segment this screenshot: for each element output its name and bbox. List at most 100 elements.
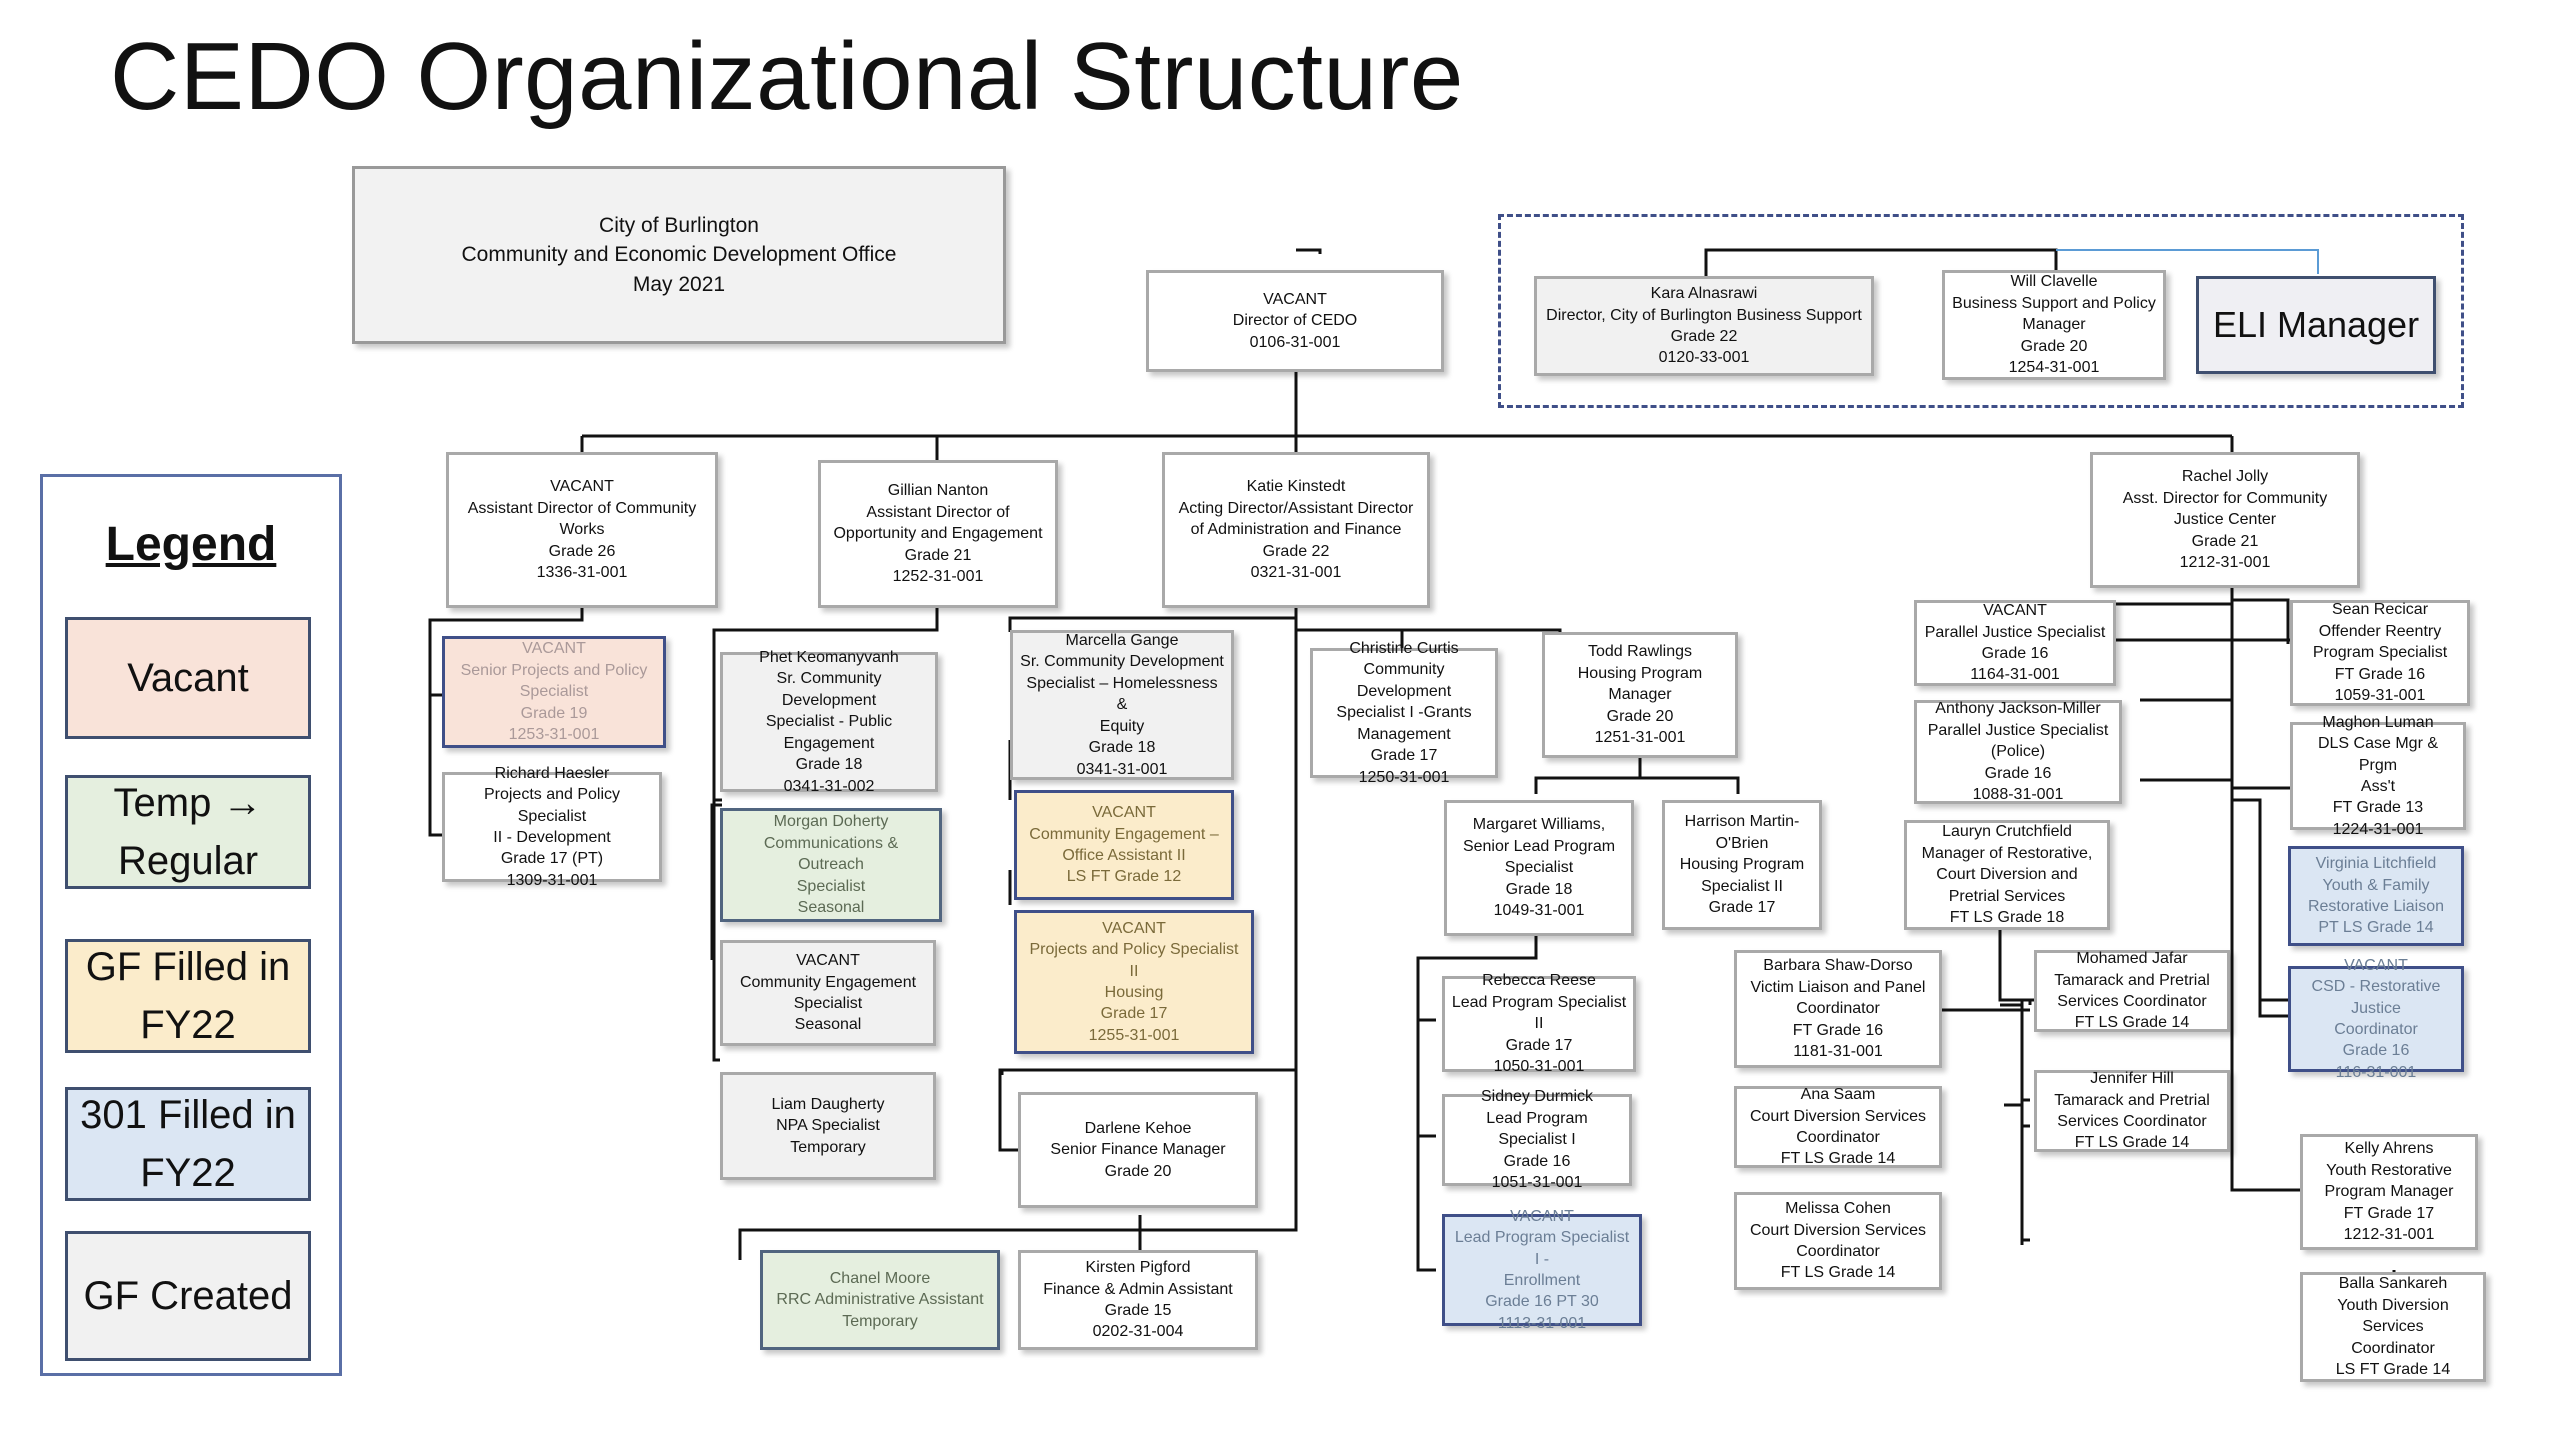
node-line: Temporary (790, 1138, 866, 1156)
legend-item-gf-created: GF Created (65, 1231, 311, 1361)
node-line: VACANT (796, 952, 860, 970)
node-line: Grade 16 (1981, 645, 2049, 662)
node-line: Manager (1608, 686, 1672, 704)
node-line: Justice Center (2173, 511, 2277, 529)
legend: Legend Vacant Temp → Regular GF Filled i… (40, 474, 342, 1376)
node-line: Grade 16 (1984, 764, 2052, 782)
node-line: Court Diversion Services (1749, 1107, 1927, 1125)
node-line: Coordinator (1796, 1000, 1880, 1018)
node-line: Chanel Moore (829, 1269, 931, 1287)
node-line: Specialist I -Grants (1336, 704, 1472, 722)
node-line: Restorative Liaison (2307, 898, 2445, 915)
node-line: DLS Case Mgr & Prgm (2317, 735, 2439, 774)
node-line: (Police) (1990, 743, 2046, 761)
node-line: Kelly Ahrens (2344, 1140, 2434, 1158)
node-line: Director of CEDO (1232, 312, 1358, 330)
node-line: VACANT (1510, 1207, 1574, 1225)
node-line: Victim Liaison and Panel (1750, 978, 1926, 996)
node-line: Rebecca Reese (1482, 972, 1596, 990)
node-line: Mohamed Jafar (2076, 950, 2188, 968)
page-title: CEDO Organizational Structure (110, 23, 1464, 130)
node-line: Seasonal (794, 1016, 862, 1034)
node-line: FT Grade 16 (2334, 665, 2426, 683)
node-line: 116-31-001 (2335, 1063, 2417, 1081)
node-line: Manager (2022, 316, 2086, 334)
node-line: of Administration and Finance (1190, 521, 1402, 539)
node-line: FT Grade 17 (2343, 1204, 2435, 1222)
org-node: ELI Manager (2196, 276, 2436, 374)
node-line: 1252-31-001 (892, 568, 984, 586)
node-line: Asst. Director for Community (2122, 489, 2328, 507)
node-line: FT LS Grade 14 (2074, 1014, 2190, 1032)
node-line: Katie Kinstedt (1246, 478, 1346, 496)
node-line: O'Brien (1715, 834, 1769, 852)
node-line: Equity (1099, 717, 1145, 735)
node-line: Temporary (842, 1312, 918, 1330)
node-line: Darlene Kehoe (1084, 1119, 1192, 1137)
node-line: 1164-31-001 (1970, 666, 2060, 684)
node-line: Specialist (793, 995, 863, 1012)
node-line: Grade 16 PT 30 (1485, 1293, 1599, 1311)
node-line: Housing Program (1679, 856, 1805, 874)
node-line: 1212-31-001 (2343, 1226, 2435, 1244)
node-line: Rachel Jolly (2181, 468, 2269, 486)
node-line: 0321-31-001 (1250, 564, 1342, 582)
node-line: Barbara Shaw-Dorso (1763, 957, 1913, 975)
node-line: Morgan Doherty (773, 813, 889, 831)
legend-title: Legend (105, 518, 277, 571)
node-line: VACANT (550, 478, 614, 496)
node-line: Services Coordinator (2057, 993, 2207, 1010)
node-line: Harrison Martin- (1684, 813, 1800, 831)
node-line: Grade 20 (2020, 337, 2088, 355)
node-line: Coordinator (2334, 1021, 2418, 1038)
node-line: Acting Director/Assistant Director (1178, 499, 1414, 517)
node-line: Specialist - Public Engagement (765, 713, 893, 752)
node-line: Senior Finance Manager (1050, 1141, 1226, 1159)
node-line: Housing (1104, 984, 1164, 1001)
node-line: Gillian Nanton (887, 482, 989, 500)
node-line: May 2021 (632, 272, 726, 296)
node-line: VACANT (1983, 602, 2047, 620)
node-line: 1336-31-001 (536, 564, 628, 582)
node-line: Management (1357, 725, 1451, 743)
node-line: Specialist (1504, 859, 1574, 877)
node-line: Grade 17 (1370, 747, 1438, 765)
node-line: Sr. Community Development (776, 670, 882, 709)
node-line: Services Coordinator (2057, 1113, 2207, 1130)
node-line: 1254-31-001 (2008, 359, 2100, 377)
node-line: 1224-31-001 (2332, 820, 2424, 838)
legend-item-gf-filled-fy22: GF Filled in FY22 (65, 939, 311, 1053)
node-line: Pretrial Services (1948, 887, 2066, 905)
business-support-group (1498, 214, 2464, 408)
node-line: Grade 18 (1088, 739, 1156, 757)
node-line: 0341-31-002 (783, 777, 875, 795)
node-line: 1050-31-001 (1493, 1058, 1585, 1076)
node-line: Ana Saam (1800, 1086, 1876, 1104)
node-line: VACANT (1102, 919, 1166, 937)
node-line: Marcella Gange (1065, 631, 1179, 649)
node-line: Grade 17 (PT) (500, 850, 604, 868)
node-line: Liam Daugherty (771, 1095, 885, 1113)
node-line: Finance & Admin Assistant (1043, 1280, 1233, 1298)
node-line: VACANT (1263, 290, 1327, 308)
node-line: Maghon Luman (2322, 713, 2434, 731)
node-line: Grade 22 (1262, 542, 1330, 560)
